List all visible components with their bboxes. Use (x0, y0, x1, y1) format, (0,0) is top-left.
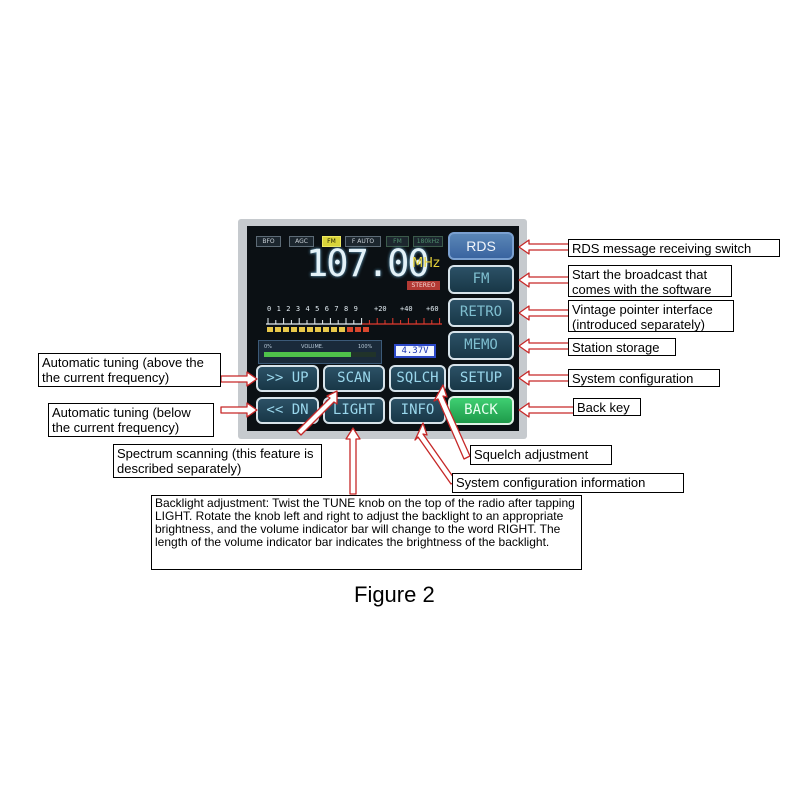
auto-tune-up-button[interactable]: >> UP (256, 365, 319, 392)
squelch-button[interactable]: SQLCH (389, 365, 446, 392)
arrow-retro (518, 305, 570, 321)
battery-voltage: 4.37V (394, 344, 436, 358)
signal-meter-bar (267, 327, 369, 332)
meter-cell (307, 327, 313, 332)
meter-cell (275, 327, 281, 332)
status-tag-band: FM (386, 236, 409, 247)
callout-setup: System configuration (568, 369, 720, 387)
figure-caption: Figure 2 (354, 582, 435, 607)
meter-cell (315, 327, 321, 332)
callout-info: System configuration information (452, 473, 684, 493)
arrow-scan (296, 390, 338, 436)
callout-auto-tune-up: Automatic tuning (above the the current … (38, 353, 221, 387)
meter-cell (291, 327, 297, 332)
status-tag-fm: FM (322, 236, 341, 247)
callout-rds: RDS message receiving switch (568, 239, 780, 257)
memo-button[interactable]: MEMO (448, 331, 514, 360)
meter-cell (323, 327, 329, 332)
meter-cell (331, 327, 337, 332)
meter-cell (339, 327, 345, 332)
callout-retro: Vintage pointer interface (introduced se… (568, 300, 734, 332)
info-button[interactable]: INFO (389, 397, 446, 424)
callout-auto-tune-down: Automatic tuning (below the current freq… (48, 403, 214, 437)
scan-button[interactable]: SCAN (323, 365, 385, 392)
scale-plus-60: +60 (426, 305, 439, 313)
signal-scale-ticks (266, 318, 442, 325)
callout-back: Back key (573, 398, 641, 416)
setup-button[interactable]: SETUP (448, 364, 514, 392)
status-tag-bfo: BFO (256, 236, 281, 247)
status-tag-step: 180kHz (413, 236, 443, 247)
stereo-indicator: STEREO (407, 281, 440, 290)
volume-min-label: 0% (264, 344, 272, 350)
arrow-dn (220, 402, 258, 418)
callout-light: Backlight adjustment: Twist the TUNE kno… (151, 495, 582, 570)
fm-button[interactable]: FM (448, 265, 514, 294)
meter-cell (363, 327, 369, 332)
callout-memo: Station storage (568, 338, 676, 356)
arrow-light (345, 427, 361, 495)
scale-plus-20: +20 (374, 305, 387, 313)
volume-level-bar (264, 352, 352, 357)
signal-scale-labels: 0 1 2 3 4 5 6 7 8 9 +20 +40 +60 (267, 305, 447, 315)
volume-max-label: 100% (358, 344, 373, 350)
meter-cell (283, 327, 289, 332)
meter-cell (347, 327, 353, 332)
status-tag-agc: AGC (289, 236, 314, 247)
scale-plus-40: +40 (400, 305, 413, 313)
callout-fm: Start the broadcast that comes with the … (568, 265, 732, 297)
arrow-info (414, 422, 457, 485)
arrow-setup (518, 370, 570, 386)
scale-digits: 0 1 2 3 4 5 6 7 8 9 (267, 305, 359, 313)
arrow-rds (518, 239, 570, 255)
meter-cell (267, 327, 273, 332)
callout-squelch: Squelch adjustment (470, 445, 612, 465)
frequency-display: 107.00 (306, 242, 430, 285)
retro-button[interactable]: RETRO (448, 298, 514, 327)
rds-button[interactable]: RDS (448, 232, 514, 260)
frequency-unit: MHz (412, 256, 440, 271)
arrow-sqlch (433, 384, 471, 460)
meter-cell (299, 327, 305, 332)
arrow-back (518, 402, 575, 418)
status-tag-fauto: F AUTO (345, 236, 381, 247)
arrow-up (220, 371, 258, 387)
arrow-memo (518, 338, 570, 354)
meter-cell (355, 327, 361, 332)
callout-scan: Spectrum scanning (this feature is descr… (113, 444, 322, 478)
back-button[interactable]: BACK (448, 396, 514, 425)
arrow-fm (518, 272, 570, 288)
volume-label: VOLUME. (301, 344, 324, 350)
